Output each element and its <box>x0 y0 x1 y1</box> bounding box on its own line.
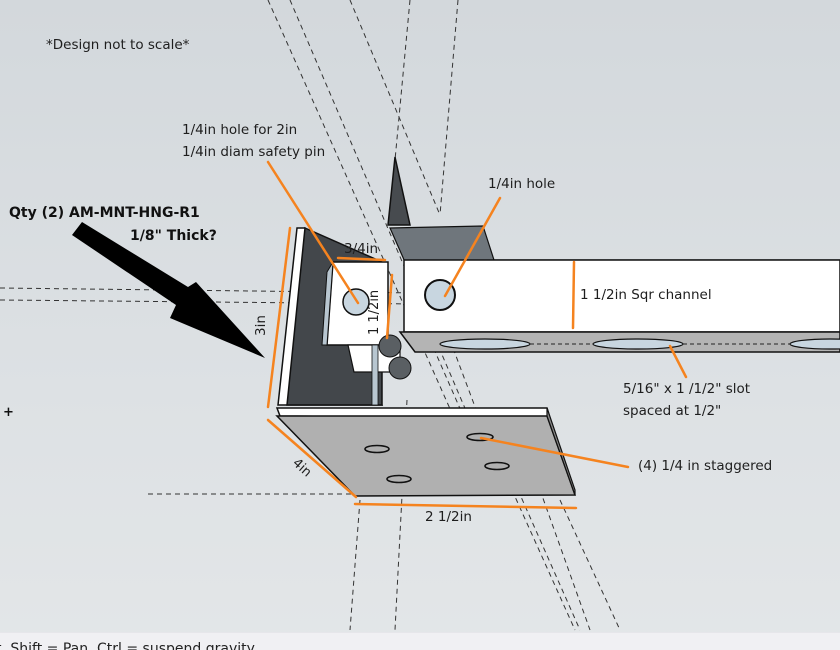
slot-callout-line1: 5/16" x 1 /1/2" slot <box>623 381 751 397</box>
3d-viewport[interactable]: *Design not to scale* Qty (2) AM-MNT-HNG… <box>0 0 840 632</box>
base-plate <box>275 407 577 497</box>
bracket-vertical <box>277 226 412 406</box>
guide-line <box>0 287 421 294</box>
guide-line <box>349 0 441 216</box>
guide-line <box>539 489 591 631</box>
plate-hole <box>386 474 412 484</box>
guide-line <box>349 499 361 631</box>
channel-hole <box>424 279 456 311</box>
arrow-icon <box>72 222 265 358</box>
guide-line <box>394 0 411 161</box>
guide-line <box>559 499 621 631</box>
part-quantity-label: Qty (2) AM-MNT-HNG-R1 <box>9 205 200 221</box>
leader-slot <box>668 344 688 379</box>
model-drawing <box>0 0 840 631</box>
plate-width-dimension: 2 1/2in <box>425 509 472 525</box>
safety-pin-callout-line2: 1/4in diam safety pin <box>182 144 326 160</box>
back-fin <box>387 156 411 226</box>
slot <box>789 338 840 350</box>
slot-callout-line2: spaced at 1/2" <box>623 403 722 419</box>
slot <box>439 338 531 350</box>
channel-hole-callout: 1/4in hole <box>488 176 556 192</box>
leader-safety-pin <box>266 160 360 305</box>
channel-size-callout: 1 1/2in Sqr channel <box>580 287 712 303</box>
leader-plate-holes <box>479 436 630 469</box>
status-bar: t, Shift = Pan, Ctrl = suspend gravity <box>0 632 840 650</box>
crosshair-icon: + <box>3 405 14 420</box>
plate-hole <box>364 444 390 454</box>
guide-line <box>429 339 466 421</box>
design-disclaimer: *Design not to scale* <box>46 37 190 53</box>
bracket-height-dimension: 3in <box>253 315 269 336</box>
guide-line <box>439 0 459 216</box>
status-text: t, Shift = Pan, Ctrl = suspend gravity <box>0 641 255 650</box>
dim-bracket-height <box>266 226 292 409</box>
safety-pin-callout-line1: 1/4in hole for 2in <box>182 122 298 138</box>
dim-channel-size <box>571 260 576 330</box>
staggered-holes-callout: (4) 1/4 in staggered <box>638 458 773 474</box>
guide-line <box>517 489 581 631</box>
guide-line <box>511 489 576 631</box>
tab-width-dimension: 3/4in <box>344 241 379 257</box>
dim-plate-depth <box>266 418 358 499</box>
plate-hole <box>484 461 510 471</box>
annotation-lines <box>266 160 688 510</box>
dim-tab-height <box>385 273 394 340</box>
tab-height-dimension: 1 1/2in <box>367 289 382 335</box>
thickness-note: 1/8" Thick? <box>130 228 217 244</box>
dim-tab-width <box>336 256 387 262</box>
square-channel <box>389 225 840 353</box>
leader-channel-hole <box>443 196 502 298</box>
guide-line <box>267 0 456 421</box>
dim-plate-width <box>353 502 578 510</box>
